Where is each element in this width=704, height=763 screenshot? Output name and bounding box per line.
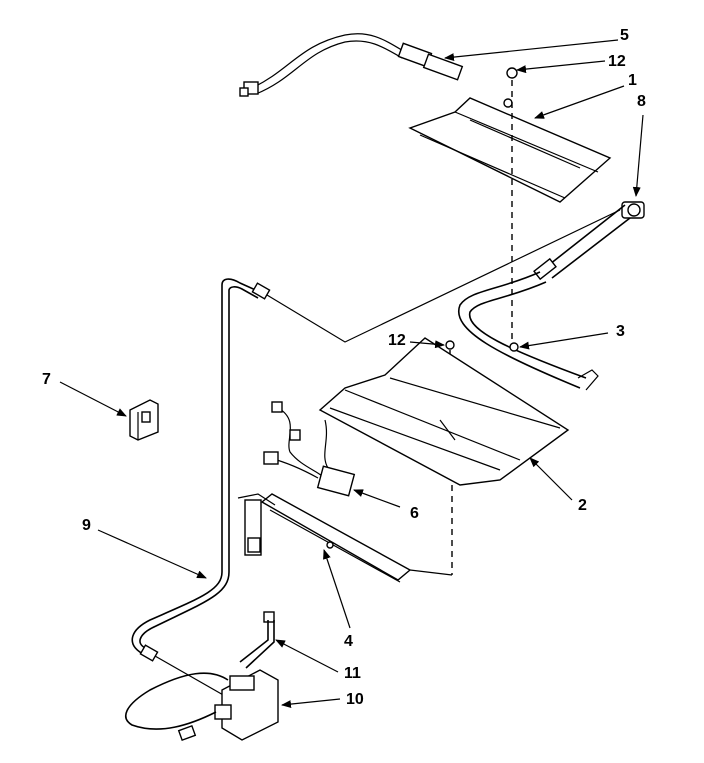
part-10-valve — [125, 669, 279, 741]
arrow-12a — [516, 60, 606, 74]
arrow-9 — [97, 529, 207, 579]
arrow-7 — [59, 381, 127, 417]
callout-2: 2 — [578, 497, 587, 514]
callout-5: 5 — [620, 27, 629, 44]
part-3-burner-tube — [457, 204, 631, 391]
part-6-harness — [263, 401, 356, 497]
arrow-10 — [281, 698, 341, 709]
leader-dashed-lower — [409, 485, 453, 576]
part-5-wire-harness — [239, 33, 464, 97]
callout-11: 11 — [344, 665, 361, 682]
part-7-block — [129, 399, 159, 441]
part-12-screw-top — [506, 67, 518, 79]
arrow-1 — [534, 85, 625, 119]
part-2-lower-shield — [318, 337, 570, 486]
callout-10: 10 — [346, 691, 364, 708]
callout-6: 6 — [410, 505, 419, 522]
callout-1: 1 — [628, 72, 637, 89]
part-11-fitting — [239, 611, 275, 669]
arrow-4 — [323, 549, 351, 629]
callout-labels: 5 12 1 8 3 12 7 2 6 9 4 11 10 — [42, 27, 646, 708]
callout-12-top: 12 — [608, 53, 626, 70]
callout-4: 4 — [344, 633, 353, 650]
leader-dashed-top — [509, 80, 519, 352]
arrow-8 — [632, 114, 644, 197]
callout-7: 7 — [42, 371, 51, 388]
callout-arrows — [59, 39, 644, 709]
callout-8: 8 — [637, 93, 646, 110]
callout-3: 3 — [616, 323, 625, 340]
part-1-upper-shield — [408, 97, 612, 203]
arrow-6 — [353, 489, 401, 508]
callout-12-lower: 12 — [388, 332, 406, 349]
arrow-11 — [275, 639, 339, 673]
part-4-lower-burner — [237, 493, 412, 583]
arrow-12b — [409, 340, 445, 349]
part-9-gas-tube — [131, 278, 271, 701]
arrow-5 — [444, 39, 619, 62]
connector-line-upper — [261, 209, 621, 343]
arrow-2 — [529, 457, 573, 501]
arrow-3 — [519, 332, 609, 350]
part-8-igniter — [621, 201, 645, 219]
callout-9: 9 — [82, 517, 91, 534]
